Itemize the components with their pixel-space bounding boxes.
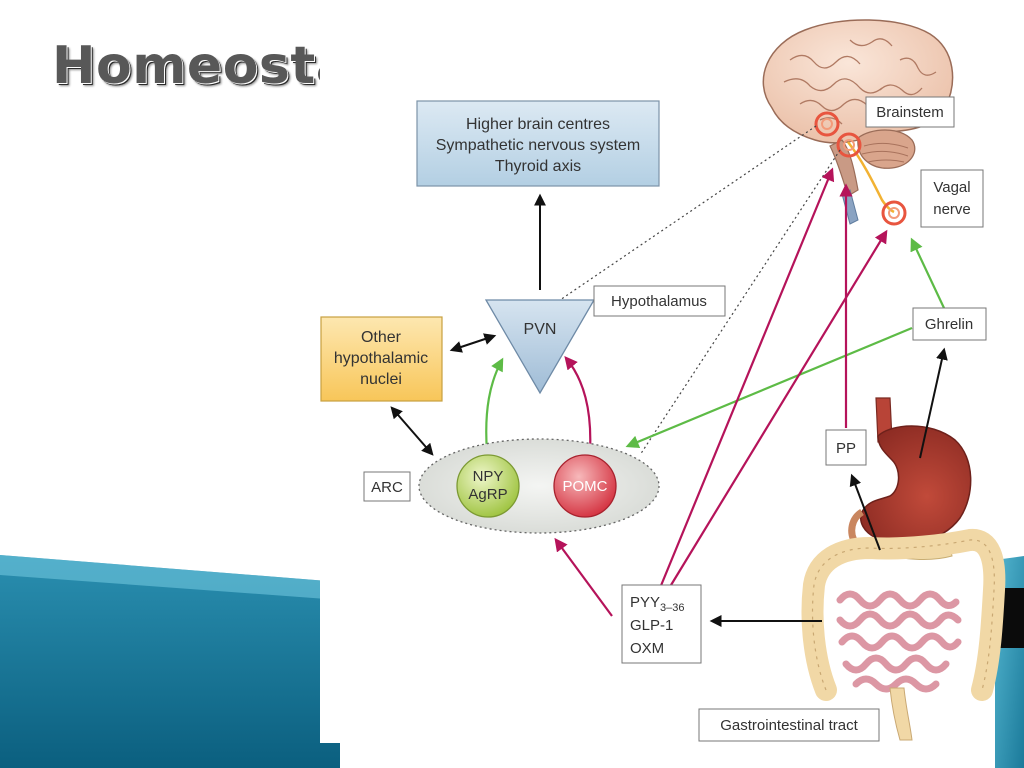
pomc-node — [553, 454, 617, 518]
vagal-line-2: nerve — [933, 201, 971, 218]
brainstem-target-2 — [836, 132, 862, 158]
brain-folds — [783, 38, 937, 125]
arc-region: NPY AgRP POMC — [418, 438, 660, 534]
arrow-pomc-to-pvn — [564, 355, 592, 453]
arrow-npy-to-pvn — [485, 357, 504, 453]
cerebellum-lines — [861, 142, 909, 163]
npy-label: NPY — [473, 468, 504, 485]
higher-brain-centres-box: Higher brain centres Sympathetic nervous… — [416, 100, 660, 187]
hypothalamus-label: Hypothalamus — [611, 293, 707, 310]
higher-line-3: Thyroid axis — [495, 158, 581, 175]
brainstem-target-2-inner — [843, 139, 855, 151]
other-line-1: Other — [361, 329, 402, 346]
brainstem-target-1 — [814, 111, 840, 137]
arrow-gut-to-pp — [849, 473, 881, 551]
brainstem-label: Brainstem — [876, 104, 944, 121]
pyy-subscript: 3–36 — [660, 602, 684, 614]
gi-illustration — [801, 397, 1006, 741]
arc-label-box: ARC — [363, 471, 411, 502]
rectum — [889, 687, 913, 741]
pp-label: PP — [836, 440, 856, 457]
arrow-ghrelin-to-arc — [625, 326, 913, 449]
ghrelin-label: Ghrelin — [925, 316, 973, 333]
pyy-base: PYY — [630, 594, 660, 611]
pomc-label: POMC — [563, 478, 608, 495]
arrow-pyy-to-vagal — [667, 229, 888, 591]
arrow-other-arc — [390, 406, 434, 456]
vagal-nerve-label-box: Vagal nerve — [920, 169, 984, 228]
vagal-target-inner — [888, 207, 900, 219]
stomach — [860, 425, 972, 544]
agrp-label: AgRP — [468, 486, 507, 503]
arrow-ghrelin-to-vagal — [910, 237, 945, 309]
pp-label-box: PP — [825, 429, 867, 466]
brainstem-label-box: Brainstem — [865, 96, 955, 128]
arrow-stomach-to-ghrelin — [919, 347, 948, 459]
gut-hormones-label-box: PYY3–36 GLP-1 OXM — [621, 584, 702, 664]
arc-label: ARC — [371, 479, 403, 496]
ghrelin-label-box: Ghrelin — [912, 307, 987, 341]
other-hypothalamic-nuclei-box: Other hypothalamic nuclei — [320, 316, 443, 402]
teal-band — [0, 555, 340, 768]
dotted-brainstem-to-arc — [639, 149, 841, 456]
npy-agrp-node — [456, 454, 520, 518]
brain-cerebellum — [857, 129, 916, 169]
gi-tract-label-box: Gastrointestinal tract — [698, 708, 880, 742]
arrow-pyy-to-arc — [554, 537, 613, 617]
small-intestine — [836, 590, 962, 693]
pvn-label: PVN — [524, 321, 557, 338]
higher-line-1: Higher brain centres — [466, 116, 610, 133]
other-line-3: nuclei — [360, 371, 402, 388]
glp1-label: GLP-1 — [630, 617, 673, 634]
arrow-pvn-other — [449, 333, 497, 353]
teal-band-highlight — [0, 555, 340, 600]
pyy-label: PYY3–36 — [630, 594, 685, 614]
oxm-label: OXM — [630, 640, 664, 657]
hypothalamus-label-box: Hypothalamus — [593, 285, 726, 317]
large-intestine-outline — [811, 539, 995, 691]
pvn-node: PVN — [484, 299, 596, 395]
other-line-2: hypothalamic — [334, 350, 428, 367]
vagal-line-1: Vagal — [933, 179, 970, 196]
vagal-target — [881, 200, 907, 226]
higher-line-2: Sympathetic nervous system — [436, 137, 641, 154]
gi-tract-label: Gastrointestinal tract — [720, 717, 858, 734]
arrow-pyy-to-brainstem-1 — [658, 167, 835, 589]
dotted-brainstem-to-box — [559, 125, 817, 301]
brainstem-target-1-inner — [821, 118, 833, 130]
